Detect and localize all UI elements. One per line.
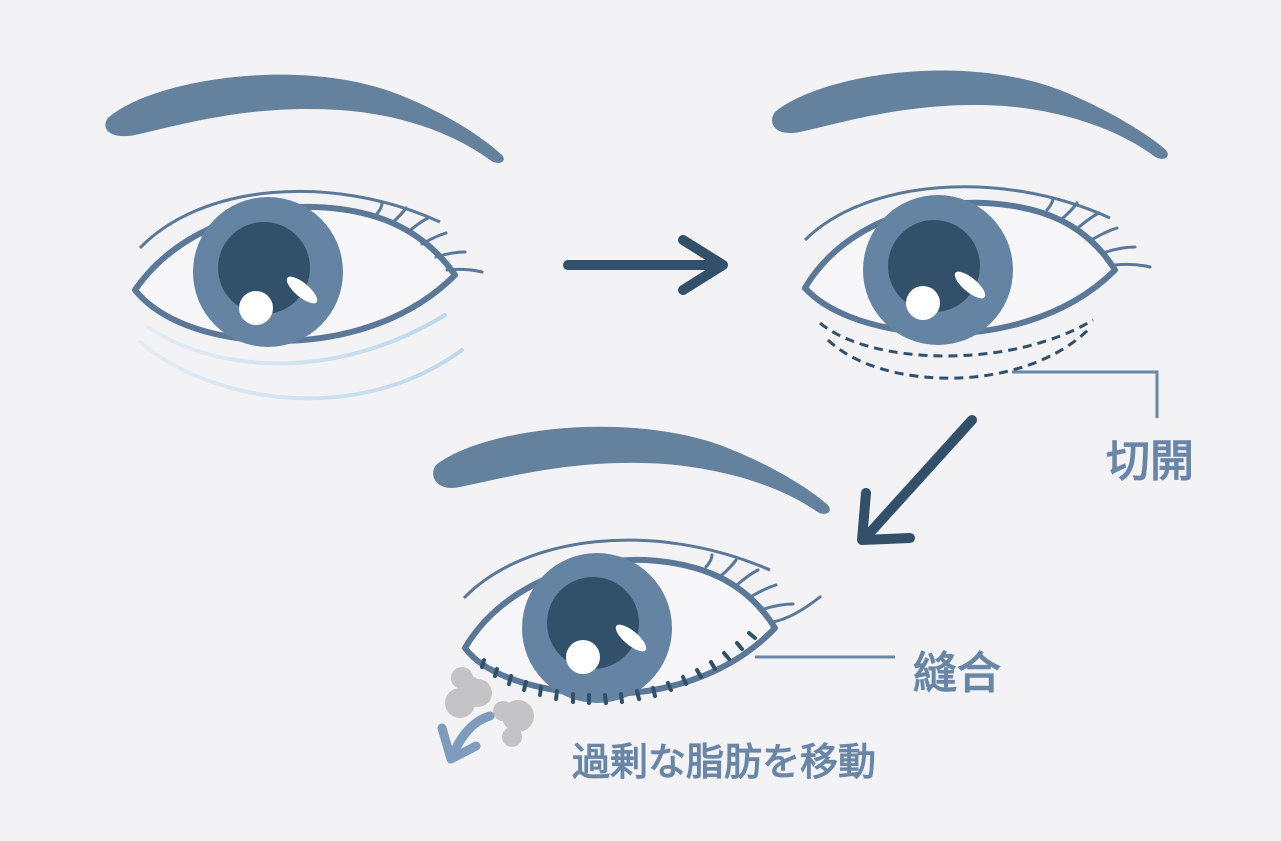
eye-incision xyxy=(772,70,1168,418)
incision-label: 切開 xyxy=(1106,436,1194,487)
eyebrow xyxy=(105,74,504,163)
arrow-down-left-icon xyxy=(857,415,977,545)
iris xyxy=(193,197,343,347)
suture-stitches xyxy=(480,631,757,705)
arrow-right-icon xyxy=(563,235,728,295)
fat-move-label: 過剰な脂肪を移動 xyxy=(572,740,877,784)
fat-blobs xyxy=(445,667,534,747)
crease-line xyxy=(462,538,771,600)
iris xyxy=(522,553,672,703)
crease-line xyxy=(803,185,1111,242)
eyelashes xyxy=(1045,196,1152,269)
eyelashes xyxy=(704,553,822,624)
iris xyxy=(863,195,1013,345)
incision-leader-line xyxy=(1012,370,1159,418)
eyebrow xyxy=(772,70,1168,159)
curved-arrow-icon xyxy=(437,711,495,764)
eyebrow xyxy=(433,426,830,514)
under-eye-bags xyxy=(138,313,464,401)
eye-before xyxy=(105,74,504,401)
crease-line xyxy=(138,189,441,250)
incision-dashed-lines xyxy=(819,318,1094,380)
eye-sutured xyxy=(433,426,895,764)
suture-label: 縫合 xyxy=(913,648,1001,699)
eyelashes xyxy=(374,201,484,274)
